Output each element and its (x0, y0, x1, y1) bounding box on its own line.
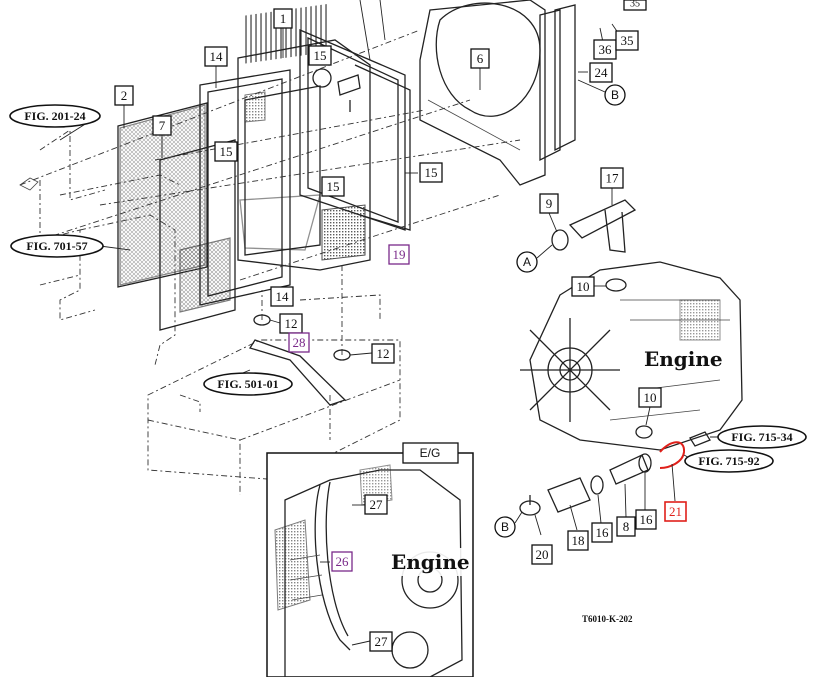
callout-14-bottom: 14 (270, 286, 294, 307)
callout-1: 1 (273, 8, 293, 29)
callout-1-text: 1 (280, 11, 287, 26)
callout-10-b: 10 (638, 387, 662, 408)
callout-21-text: 21 (669, 504, 682, 519)
callout-16-b-text: 16 (640, 512, 654, 527)
callout-10-a: 10 (571, 276, 595, 297)
fig-ref-715-34-text: FIG. 715-34 (731, 430, 792, 444)
callout-15-b: 15 (214, 141, 238, 162)
upper-hose-part-17 (551, 199, 637, 292)
callout-8: 8 (616, 516, 636, 537)
fig-ref-201-24[interactable]: FIG. 201-24 (9, 104, 101, 128)
drawing-code: T6010-K-202 (582, 614, 633, 624)
callout-17: 17 (600, 167, 624, 189)
frame-part-14 (199, 69, 291, 306)
callout-6: 6 (470, 48, 490, 69)
callout-12-a: 12 (279, 313, 303, 334)
callout-27-b: 27 (369, 631, 393, 652)
callout-15-d-text: 15 (425, 165, 438, 180)
callout-26: 26 (331, 551, 353, 572)
callout-15-a-text: 15 (314, 48, 327, 63)
callout-28: 28 (288, 332, 310, 353)
connector-a: A (516, 244, 553, 273)
callout-6-text: 6 (477, 51, 484, 66)
front-screen-part-2 (117, 102, 236, 331)
fig-ref-201-24-text: FIG. 201-24 (24, 109, 85, 123)
callout-20: 20 (531, 544, 553, 565)
callout-15-c: 15 (321, 176, 345, 197)
fig-ref-501-01[interactable]: FIG. 501-01 (203, 372, 293, 396)
callout-9: 9 (539, 193, 559, 214)
fig-ref-715-34[interactable]: FIG. 715-34 (717, 425, 807, 449)
callout-16-a: 16 (591, 522, 613, 543)
callout-2-text: 2 (121, 88, 128, 103)
fan-shroud (359, 0, 576, 186)
callout-36-text: 36 (599, 42, 613, 57)
fig-ref-701-57-text: FIG. 701-57 (26, 239, 87, 253)
fig-ref-501-01-text: FIG. 501-01 (217, 377, 278, 391)
callout-14-top: 14 (204, 46, 228, 67)
callout-26-text: 26 (336, 554, 350, 569)
base-frame (147, 294, 401, 495)
callout-24-text: 24 (595, 65, 609, 80)
explode-lines (19, 29, 521, 355)
callout-7: 7 (152, 115, 172, 136)
callout-15-c-text: 15 (327, 179, 340, 194)
callout-17-text: 17 (606, 171, 620, 186)
callout-10-b-text: 10 (644, 390, 657, 405)
callout-15-b-text: 15 (220, 144, 233, 159)
callout-15-d: 15 (419, 162, 443, 183)
callout-19: 19 (388, 244, 410, 265)
callout-20-text: 20 (536, 547, 549, 562)
callout-27-b-text: 27 (375, 634, 389, 649)
callout-8-text: 8 (623, 519, 630, 534)
callout-35-a: 35 (615, 30, 639, 51)
callout-14-top-text: 14 (210, 49, 224, 64)
connector-b-bottom: B (494, 511, 523, 538)
callout-14-bottom-text: 14 (276, 289, 290, 304)
connector-b-bottom-text: B (501, 520, 509, 534)
inset-title: E/G (420, 446, 441, 460)
connector-a-text: A (523, 255, 531, 269)
callout-28-text: 28 (293, 335, 306, 350)
callout-16-a-text: 16 (596, 525, 610, 540)
callout-9-text: 9 (546, 196, 553, 211)
lower-hose-assembly (519, 431, 711, 516)
callout-36: 36 (593, 39, 617, 60)
callout-12-a-text: 12 (285, 316, 298, 331)
radiator-core-part-1 (237, 3, 371, 271)
callout-27-a-text: 27 (370, 497, 384, 512)
engine-inset-label: Engine (391, 550, 470, 574)
callout-16-b: 16 (635, 509, 657, 530)
callout-27-a: 27 (364, 494, 388, 515)
callout-35-b-text: 35 (630, 0, 640, 10)
callout-18-text: 18 (572, 533, 585, 548)
callout-21: 21 (664, 501, 687, 522)
fig-ref-701-57[interactable]: FIG. 701-57 (10, 234, 104, 258)
callout-2: 2 (114, 85, 134, 106)
callout-12-b-text: 12 (377, 346, 390, 361)
callout-35-b: 35 (623, 0, 647, 11)
engine-main-drawing (520, 261, 743, 451)
callout-7-text: 7 (159, 118, 166, 133)
callout-19-text: 19 (393, 247, 406, 262)
callout-24: 24 (589, 62, 613, 83)
engine-main-label: Engine (644, 347, 723, 371)
callout-12-b: 12 (371, 343, 395, 364)
connector-b-top-text: B (611, 88, 619, 102)
connector-b-top: B (577, 79, 626, 106)
callout-15-a: 15 (308, 45, 332, 66)
callout-35-a-text: 35 (621, 33, 634, 48)
fig-ref-715-92-text: FIG. 715-92 (698, 454, 759, 468)
callout-10-a-text: 10 (577, 279, 590, 294)
fig-ref-715-92[interactable]: FIG. 715-92 (684, 449, 774, 473)
callout-18: 18 (567, 530, 589, 551)
